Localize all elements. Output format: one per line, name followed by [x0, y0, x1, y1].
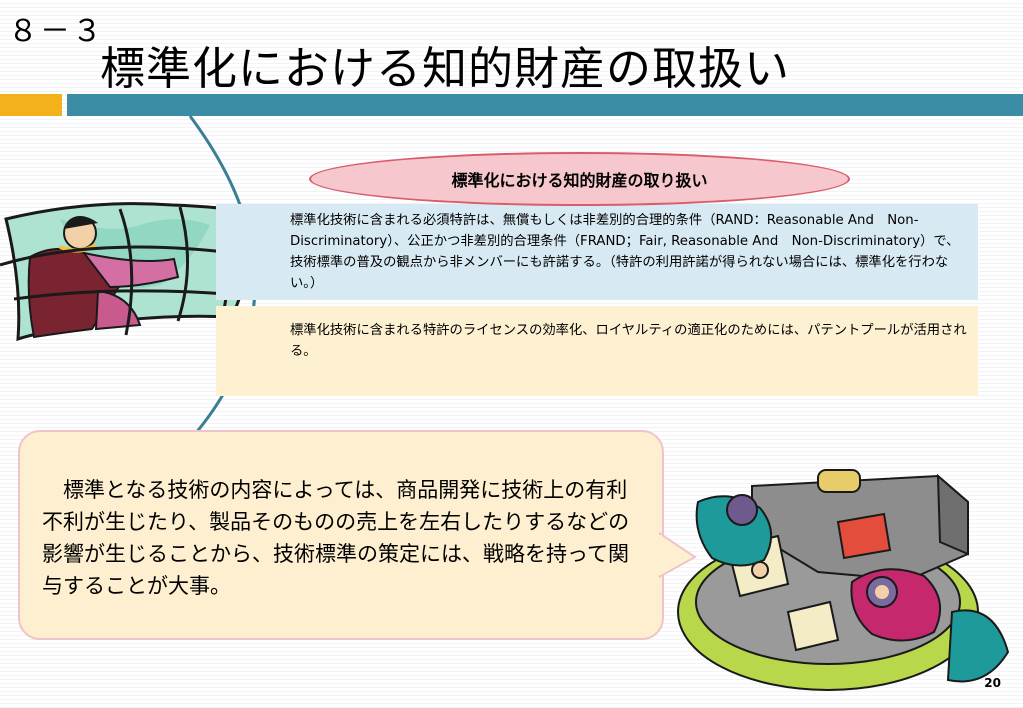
- title-accent-bar-teal: [67, 94, 1023, 116]
- callout-box: 標準となる技術の内容によっては、商品開発に技術上の有利不利が生じたり、製品そのも…: [18, 430, 664, 640]
- patent-pool-box: 標準化技術に含まれる特許のライセンスの効率化、ロイヤルティの適正化のためには、パ…: [216, 306, 978, 396]
- rand-policy-box: 標準化技術に含まれる必須特許は、無償もしくは非差別的合理的条件（RAND：Rea…: [216, 204, 978, 300]
- callout-tail: [659, 531, 697, 579]
- page-number: 20: [984, 676, 1001, 690]
- heading-oval: 標準化における知的財産の取り扱い: [309, 152, 850, 206]
- slide-title: 標準化における知的財産の取扱い: [100, 42, 791, 95]
- title-accent-bar-orange: [0, 94, 62, 116]
- section-number: ８－３: [8, 14, 104, 49]
- meeting-illustration: [677, 469, 1010, 691]
